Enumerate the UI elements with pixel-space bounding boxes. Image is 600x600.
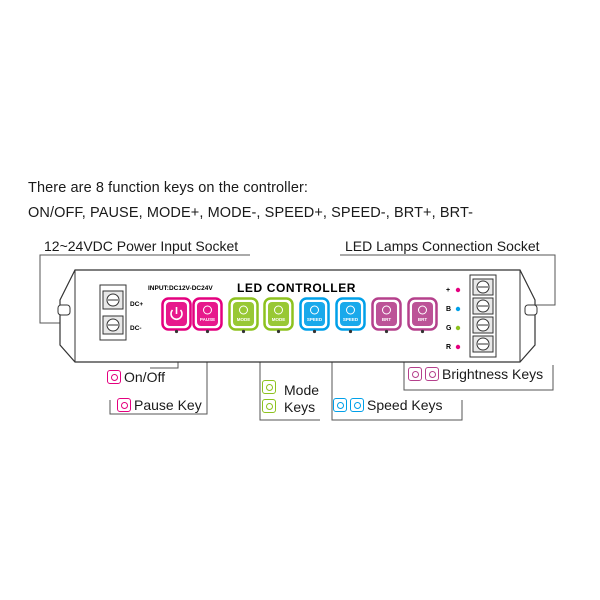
channel-dot-3 [455,344,461,350]
key-2[interactable]: MODE [228,297,259,334]
mode-label-1: Mode [284,382,320,398]
key-label-6: BRT [382,317,391,322]
channel-labels: + B G R [446,287,461,351]
power-socket-leader [39,254,250,278]
mode-icon [239,305,248,315]
speed-label: Speed Keys [367,397,443,413]
mode-down-icon [262,399,276,413]
key-1[interactable]: PAUSE [192,297,223,334]
pause-leader [109,330,208,415]
device-title: LED CONTROLLER [237,281,356,295]
power-icon [170,307,183,321]
mode-label-2: Keys [284,399,316,415]
channel-dot-2 [455,325,461,331]
key-3[interactable]: MODE [263,297,294,334]
key-label-1: PAUSE [200,317,215,322]
controller-keys: PAUSE MODE MODE SPEED SPEED BRT BRT [161,297,438,334]
mode-icon [274,305,283,315]
intro-line-2: ON/OFF, PAUSE, MODE+, MODE-, SPEED+, SPE… [28,205,474,221]
brightness-icon [382,305,391,315]
dc-minus-label: DC- [130,325,142,332]
mode-up-icon [262,380,276,394]
controller-body [57,269,538,363]
onoff-label: On/Off [124,369,165,385]
channel-dot-0 [455,287,461,293]
speed-icon [346,305,355,315]
brightness-up-icon [408,367,422,381]
key-label-2: MODE [237,317,251,322]
power-socket-callout: 12~24VDC Power Input Socket [44,238,239,254]
key-4[interactable]: SPEED [299,297,330,334]
pause-callout: Pause Key [117,397,202,413]
key-label-4: SPEED [307,317,323,322]
brightness-down-icon [425,367,439,381]
intro-line-1: There are 8 function keys on the control… [28,180,309,196]
dc-plus-label: DC+ [130,301,143,308]
speed-callout: Speed Keys [333,397,443,413]
speed-up-icon [333,398,347,412]
pause-icon [117,398,131,412]
channel-label-2: G [446,325,452,332]
led-socket-callout: LED Lamps Connection Socket [345,238,540,254]
pause-icon [203,305,212,315]
speed-down-icon [350,398,364,412]
brightness-callout: Brightness Keys [408,366,543,382]
key-5[interactable]: SPEED [335,297,366,334]
channel-label-1: B [446,306,451,313]
channel-label-0: + [446,287,450,294]
brightness-leader-2 [403,350,554,391]
mode-leader-2 [259,350,320,421]
channel-label-3: R [446,344,451,351]
key-0[interactable] [161,297,192,334]
led-socket-leader [340,254,556,306]
brightness-label: Brightness Keys [442,366,544,382]
key-6[interactable]: BRT [371,297,402,334]
onoff-callout: On/Off [107,369,165,385]
key-label-3: MODE [272,317,286,322]
speed-leader-2 [331,350,463,421]
brightness-icon [418,305,427,315]
input-spec-label: INPUT:DC12V-DC24V [148,285,213,292]
power-terminal-block [99,284,127,341]
speed-icon [310,305,319,315]
pause-label: Pause Key [134,397,202,413]
key-label-5: SPEED [343,317,359,322]
key-7[interactable]: BRT [407,297,438,334]
channel-dot-1 [455,306,461,312]
led-terminal-block [469,274,497,358]
key-label-7: BRT [418,317,427,322]
power-icon [107,370,121,384]
